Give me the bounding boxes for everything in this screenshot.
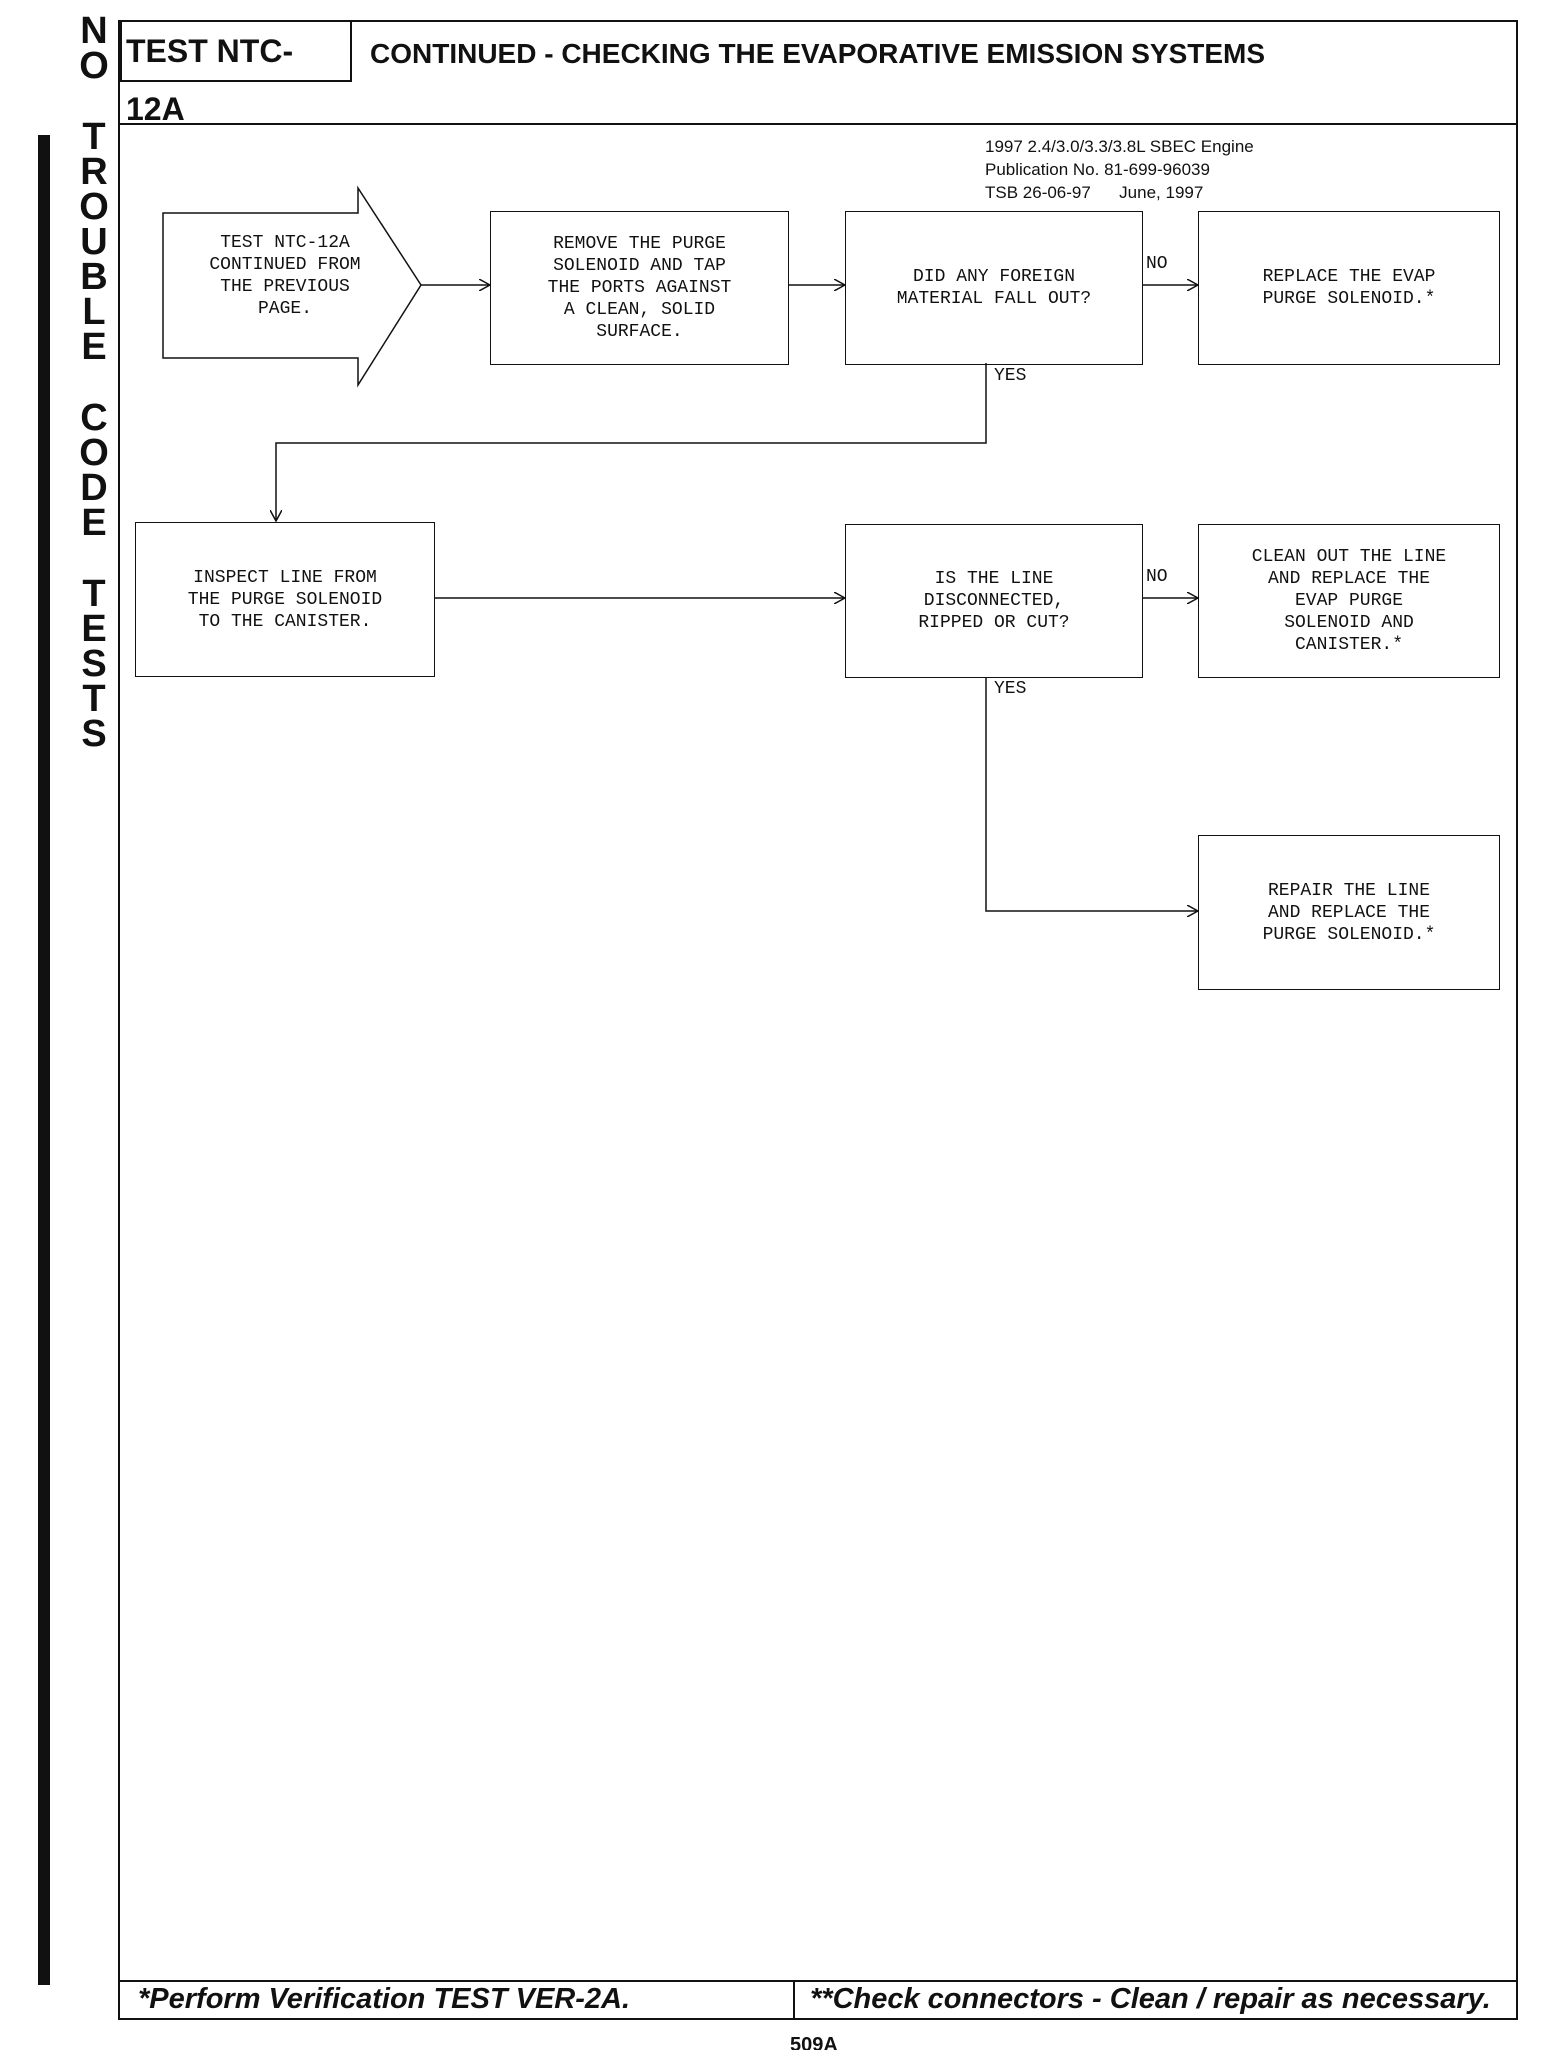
publication-line-3: TSB 26-06-97 June, 1997: [985, 183, 1204, 202]
yes-label-2: YES: [994, 679, 1027, 699]
side-title-letter: U: [80, 221, 108, 263]
repair-line-box: REPAIR THE LINE AND REPLACE THE PURGE SO…: [1198, 835, 1500, 990]
footer-note-verification: *Perform Verification TEST VER-2A.: [138, 1983, 631, 2015]
footer-note-connectors: **Check connectors - Clean / repair as n…: [810, 1983, 1491, 2015]
side-title-letter: N: [80, 10, 108, 52]
test-id: TEST NTC-12A: [120, 20, 352, 127]
side-title-letter: O: [79, 186, 109, 228]
side-title-letter: T: [82, 678, 106, 720]
no-label-2: NO: [1146, 567, 1168, 587]
side-title-letter: O: [79, 432, 109, 474]
yes-label-1: YES: [994, 366, 1027, 386]
side-black-bar: [38, 135, 50, 1985]
side-title-letter: T: [82, 573, 106, 615]
side-title-letter: S: [81, 713, 107, 755]
start-arrow-shape: [162, 185, 422, 388]
publication-info: 1997 2.4/3.0/3.3/3.8L SBEC Engine Public…: [985, 135, 1254, 204]
no-label-1: NO: [1146, 254, 1168, 274]
side-title-letter: C: [80, 397, 108, 439]
side-title-letter: E: [81, 502, 107, 544]
side-title-letter: S: [81, 643, 107, 685]
side-title-letter: E: [81, 608, 107, 650]
page-number: 509A: [790, 2034, 838, 2050]
inspect-line-box: INSPECT LINE FROM THE PURGE SOLENOID TO …: [135, 522, 435, 677]
side-title-letter: L: [82, 291, 106, 333]
side-title-letter: D: [80, 467, 108, 509]
line-damaged-question: IS THE LINE DISCONNECTED, RIPPED OR CUT?: [845, 524, 1143, 678]
page-title: CONTINUED - CHECKING THE EVAPORATIVE EMI…: [370, 38, 1266, 69]
side-title-letter: B: [80, 256, 108, 298]
remove-purge-box: REMOVE THE PURGE SOLENOID AND TAP THE PO…: [490, 211, 789, 365]
footer-divider: [793, 1980, 795, 2020]
page-header: [118, 20, 1518, 125]
connector-question1-yes: [276, 363, 987, 521]
side-title-letter: T: [82, 116, 106, 158]
side-title-letter: O: [79, 45, 109, 87]
foreign-material-question: DID ANY FOREIGN MATERIAL FALL OUT?: [845, 211, 1143, 365]
side-title-letter: R: [80, 151, 108, 193]
footer-bar: [118, 1980, 1518, 2020]
start-arrow-label: TEST NTC-12A CONTINUED FROM THE PREVIOUS…: [209, 233, 361, 319]
publication-line-2: Publication No. 81-699-96039: [985, 160, 1210, 179]
publication-line-1: 1997 2.4/3.0/3.3/3.8L SBEC Engine: [985, 137, 1254, 156]
replace-evap-box: REPLACE THE EVAP PURGE SOLENOID.*: [1198, 211, 1500, 365]
clean-out-box: CLEAN OUT THE LINE AND REPLACE THE EVAP …: [1198, 524, 1500, 678]
connector-question2-yes: [985, 677, 1198, 911]
page-frame: [118, 20, 1518, 2020]
side-title-letter: E: [81, 326, 107, 368]
